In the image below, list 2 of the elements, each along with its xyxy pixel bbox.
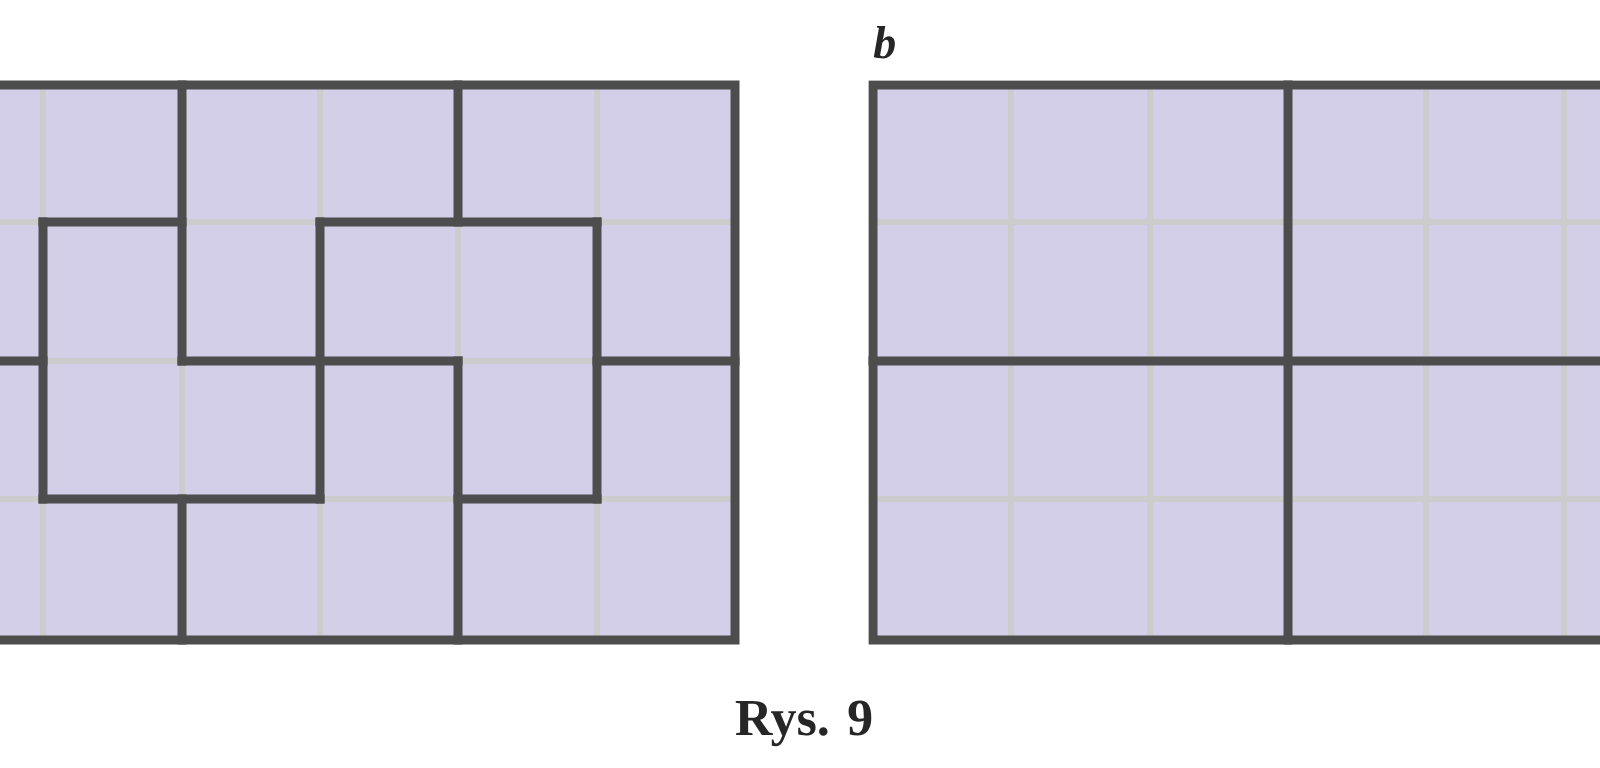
panel-letter: b [873, 26, 895, 59]
figure-caption: Rys. 9 [735, 700, 872, 747]
